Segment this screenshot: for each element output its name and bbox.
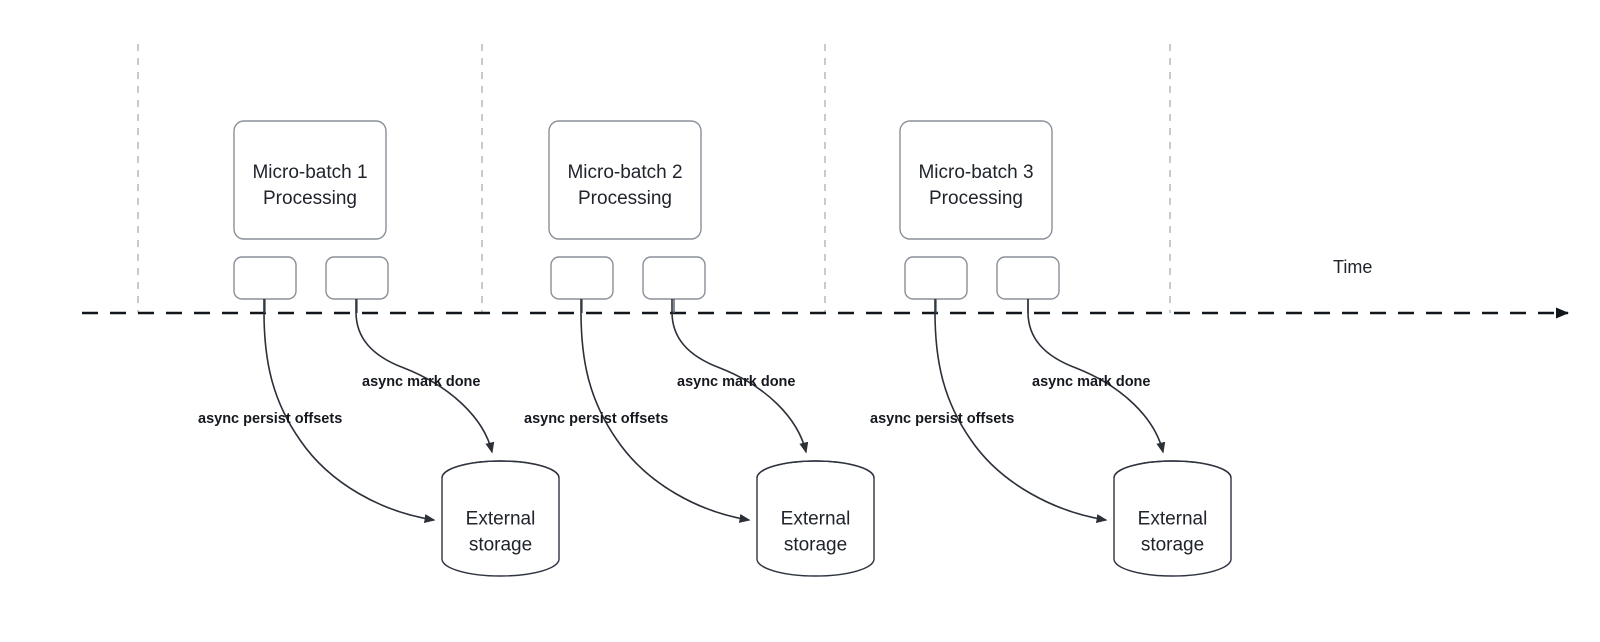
task-box-2b[interactable] [642, 256, 706, 300]
process-box-1[interactable] [233, 120, 387, 240]
process-box-2[interactable] [548, 120, 702, 240]
time-axis-label: Time [1333, 257, 1372, 277]
task-box-2a[interactable] [550, 256, 614, 300]
storage-cylinder-top [756, 460, 875, 479]
annot-markdone-1: async mark done [362, 374, 480, 390]
annot-persist-1: async persist offsets [198, 411, 342, 427]
storage-cylinder-top [1113, 460, 1232, 479]
task-box-1a[interactable] [233, 256, 297, 300]
task-box-1b[interactable] [325, 256, 389, 300]
external-storage-1[interactable]: External storage [441, 460, 560, 577]
connector-markdone-3 [1027, 299, 1166, 454]
process-box-label-line1: Micro-batch 1 [252, 162, 367, 183]
task-box-3b[interactable] [996, 256, 1060, 300]
annot-persist-3: async persist offsets [870, 411, 1014, 427]
connector-persist-2 [580, 299, 751, 523]
external-storage-2[interactable]: External storage [756, 460, 875, 577]
annot-persist-2: async persist offsets [524, 411, 668, 427]
connector-markdone-1 [355, 299, 495, 454]
annot-markdone-3: async mark done [1032, 374, 1150, 390]
connector-persist-3 [934, 299, 1108, 523]
storage-label-line2: storage [469, 535, 532, 556]
process-box-label-line2: Processing [263, 188, 357, 209]
storage-label-line1: External [466, 509, 536, 530]
vertical-guide-lines [137, 44, 1171, 313]
time-axis: Time [82, 257, 1569, 319]
storage-label-line2: storage [784, 535, 847, 556]
task-box-3a[interactable] [904, 256, 968, 300]
storage-label-line1: External [1138, 509, 1208, 530]
storage-label-line2: storage [1141, 535, 1204, 556]
process-box-label-line2: Processing [929, 188, 1023, 209]
external-storage-3[interactable]: External storage [1113, 460, 1232, 577]
process-box-label-line1: Micro-batch 2 [567, 162, 682, 183]
process-box-label-line2: Processing [578, 188, 672, 209]
process-box-label-line1: Micro-batch 3 [918, 162, 1033, 183]
process-box-3[interactable] [899, 120, 1053, 240]
connector-markdone-2 [671, 299, 809, 454]
storage-cylinder-top [441, 460, 560, 479]
connector-persist-1 [263, 299, 436, 523]
annot-markdone-2: async mark done [677, 374, 795, 390]
storage-label-line1: External [781, 509, 851, 530]
